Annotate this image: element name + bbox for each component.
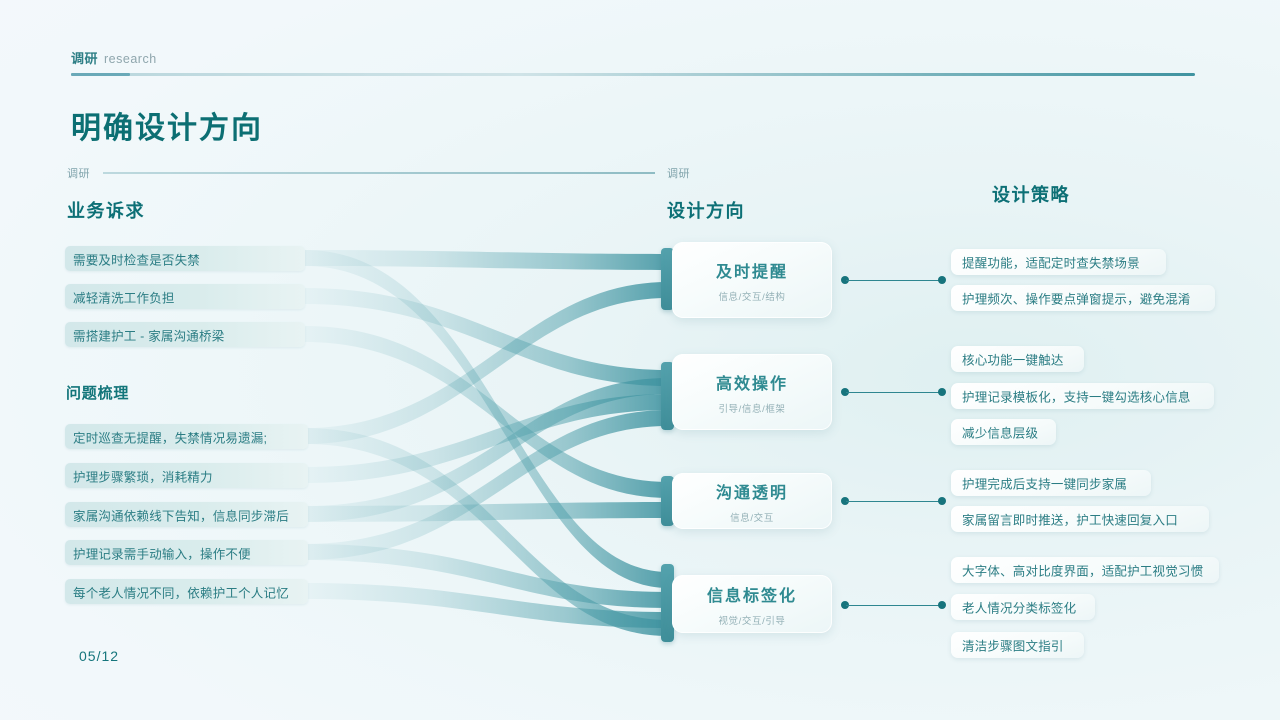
problem-item[interactable]: 护理步骤繁琐，消耗精力 <box>65 463 308 488</box>
connector-dot-left <box>841 276 849 284</box>
strategy-label: 减少信息层级 <box>962 426 1039 441</box>
problem-label: 家属沟通依赖线下告知，信息同步滞后 <box>73 509 289 523</box>
column-head-middle: 调研 设计方向 <box>667 165 745 223</box>
strategy-label: 护理频次、操作要点弹窗提示，避免混淆 <box>962 292 1191 307</box>
column-axis-line <box>103 172 655 174</box>
direction-title: 沟通透明 <box>715 484 788 502</box>
strategy-item[interactable]: 清洁步骤图文指引 <box>951 632 1084 658</box>
header-rule <box>71 73 1195 76</box>
direction-title: 高效操作 <box>715 375 788 393</box>
problem-label: 护理步骤繁琐，消耗精力 <box>73 470 213 484</box>
direction-card-bar <box>661 564 674 642</box>
strategy-label: 老人情况分类标签化 <box>962 601 1077 616</box>
slide-kicker: 调研 research <box>71 48 157 67</box>
direction-card[interactable]: 信息标签化 视觉/交互/引导 <box>672 575 832 633</box>
connector-line <box>846 500 941 502</box>
column-middle-mini: 调研 <box>667 168 690 180</box>
direction-card[interactable]: 高效操作 引导/信息/框架 <box>672 354 832 430</box>
problem-item[interactable]: 定时巡查无提醒，失禁情况易遗漏; <box>65 424 308 449</box>
direction-card[interactable]: 沟通透明 信息/交互 <box>672 473 832 529</box>
column-head-left: 调研 业务诉求 <box>67 165 145 223</box>
connector-dot-left <box>841 388 849 396</box>
strategy-label: 大字体、高对比度界面，适配护工视觉习惯 <box>962 564 1204 579</box>
business-need-item[interactable]: 减轻清洗工作负担 <box>65 284 305 309</box>
strategy-label: 护理完成后支持一键同步家属 <box>962 477 1128 492</box>
business-need-label: 减轻清洗工作负担 <box>73 291 175 305</box>
connector-dot-left <box>841 497 849 505</box>
connector-line <box>846 604 941 606</box>
connector-dot-right <box>938 388 946 396</box>
problems-heading: 问题梳理 <box>66 385 130 402</box>
business-need-item[interactable]: 需搭建护工 - 家属沟通桥梁 <box>65 322 305 347</box>
direction-title: 及时提醒 <box>715 263 788 281</box>
strategy-label: 护理记录模板化，支持一键勾选核心信息 <box>962 390 1191 405</box>
direction-tags: 引导/信息/框架 <box>718 403 786 415</box>
strategy-item[interactable]: 护理频次、操作要点弹窗提示，避免混淆 <box>951 285 1215 311</box>
strategy-item[interactable]: 减少信息层级 <box>951 419 1056 445</box>
page-title: 明确设计方向 <box>71 112 263 145</box>
connector-line <box>846 279 941 281</box>
strategy-item[interactable]: 家属留言即时推送，护工快速回复入口 <box>951 506 1209 532</box>
direction-tags: 视觉/交互/引导 <box>718 615 786 627</box>
column-head-right: 设计策略 <box>992 181 1070 207</box>
direction-strategy-connector <box>841 600 946 610</box>
direction-strategy-connector <box>841 275 946 285</box>
strategy-item[interactable]: 大字体、高对比度界面，适配护工视觉习惯 <box>951 557 1219 583</box>
problem-label: 定时巡查无提醒，失禁情况易遗漏; <box>73 431 268 445</box>
strategy-label: 核心功能一键触达 <box>962 353 1064 368</box>
direction-strategy-connector <box>841 387 946 397</box>
direction-card-bar <box>661 248 674 310</box>
problem-item[interactable]: 每个老人情况不同，依赖护工个人记忆 <box>65 579 308 604</box>
page-number: 05/12 <box>79 648 120 664</box>
problem-label: 护理记录需手动输入，操作不便 <box>73 547 251 561</box>
problem-label: 每个老人情况不同，依赖护工个人记忆 <box>73 586 289 600</box>
column-left-title: 业务诉求 <box>67 201 145 221</box>
connector-dot-left <box>841 601 849 609</box>
strategy-label: 提醒功能，适配定时查失禁场景 <box>962 256 1140 271</box>
direction-card-bar <box>661 476 674 526</box>
connector-dot-right <box>938 497 946 505</box>
connector-dot-right <box>938 601 946 609</box>
direction-card[interactable]: 及时提醒 信息/交互/结构 <box>672 242 832 318</box>
direction-card-bar <box>661 362 674 430</box>
direction-title: 信息标签化 <box>706 587 797 605</box>
header-rule-cap <box>71 73 130 76</box>
direction-tags: 信息/交互 <box>730 512 774 524</box>
strategy-item[interactable]: 核心功能一键触达 <box>951 346 1084 372</box>
business-need-item[interactable]: 需要及时检查是否失禁 <box>65 246 305 271</box>
column-middle-title: 设计方向 <box>667 201 745 221</box>
direction-strategy-connector <box>841 496 946 506</box>
strategy-item[interactable]: 老人情况分类标签化 <box>951 594 1095 620</box>
column-left-mini: 调研 <box>67 168 90 180</box>
problem-item[interactable]: 护理记录需手动输入，操作不便 <box>65 540 308 565</box>
column-right-title: 设计策略 <box>992 185 1070 205</box>
strategy-item[interactable]: 护理记录模板化，支持一键勾选核心信息 <box>951 383 1214 409</box>
connector-dot-right <box>938 276 946 284</box>
strategy-label: 家属留言即时推送，护工快速回复入口 <box>962 513 1178 528</box>
problem-item[interactable]: 家属沟通依赖线下告知，信息同步滞后 <box>65 502 308 527</box>
strategy-item[interactable]: 护理完成后支持一键同步家属 <box>951 470 1151 496</box>
connector-line <box>846 391 941 393</box>
direction-tags: 信息/交互/结构 <box>718 291 786 303</box>
kicker-cn: 调研 <box>71 51 99 66</box>
business-need-label: 需要及时检查是否失禁 <box>73 253 201 267</box>
strategy-item[interactable]: 提醒功能，适配定时查失禁场景 <box>951 249 1166 275</box>
kicker-en: research <box>104 52 157 66</box>
strategy-label: 清洁步骤图文指引 <box>962 639 1064 654</box>
business-need-label: 需搭建护工 - 家属沟通桥梁 <box>73 329 225 343</box>
